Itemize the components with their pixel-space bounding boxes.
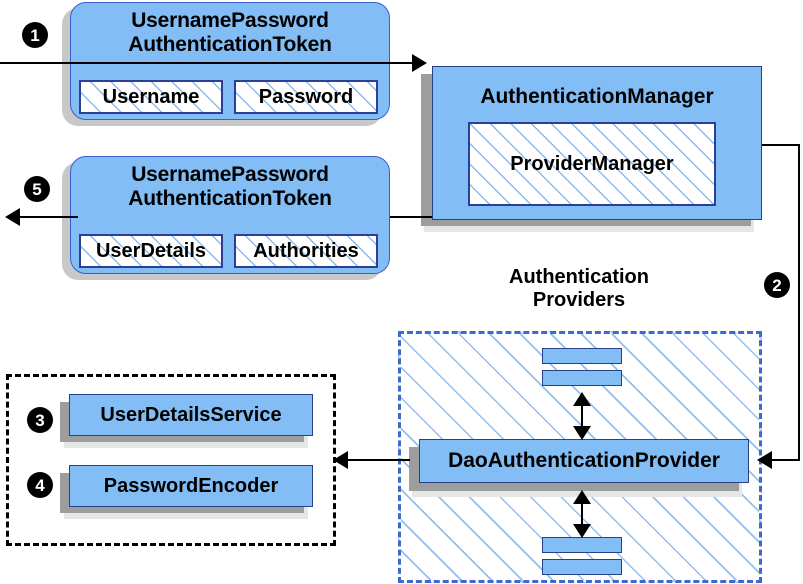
response-token-title-line2: AuthenticationToken bbox=[128, 186, 332, 210]
step-badge-2: 2 bbox=[764, 272, 790, 298]
support-services-arrowhead bbox=[333, 451, 348, 469]
authentication-providers-caption: Authentication Providers bbox=[484, 266, 674, 312]
step2-line-bottom bbox=[772, 459, 800, 461]
provider-bar-bottom-1 bbox=[542, 537, 622, 553]
step-badge-5: 5 bbox=[24, 176, 50, 202]
response-token-field-userdetails: UserDetails bbox=[79, 234, 223, 268]
response-token-title: UsernamePassword AuthenticationToken bbox=[71, 163, 389, 210]
authentication-providers-caption-line1: Authentication bbox=[509, 266, 649, 288]
provider-link-top-arrow-up bbox=[573, 392, 591, 406]
authentication-providers-caption-line2: Providers bbox=[532, 289, 626, 311]
provider-link-bottom-line bbox=[581, 495, 583, 533]
response-token-field-authorities: Authorities bbox=[234, 234, 378, 268]
dao-authentication-provider-box: DaoAuthenticationProvider bbox=[419, 439, 749, 483]
step-badge-1: 1 bbox=[22, 22, 48, 48]
authentication-manager-title: AuthenticationManager bbox=[480, 85, 714, 108]
userdetailsservice-box: UserDetailsService bbox=[69, 394, 313, 436]
request-token-field-username: Username bbox=[79, 80, 223, 114]
request-token-title-line2: AuthenticationToken bbox=[128, 32, 332, 56]
response-return-arrowhead bbox=[5, 208, 20, 226]
step2-line-vertical bbox=[798, 144, 800, 460]
request-token-title-line1: UsernamePassword bbox=[131, 9, 329, 32]
request-token-title: UsernamePassword AuthenticationToken bbox=[71, 9, 389, 56]
provider-manager-box: ProviderManager bbox=[468, 122, 716, 206]
provider-link-bottom-arrow-down bbox=[573, 524, 591, 538]
response-token-title-line1: UsernamePassword bbox=[131, 163, 329, 186]
incoming-request-arrowhead bbox=[412, 54, 427, 72]
provider-bar-top-1 bbox=[542, 348, 622, 364]
response-return-line-right bbox=[390, 216, 432, 218]
step2-arrowhead bbox=[757, 451, 772, 469]
request-token-field-password: Password bbox=[234, 80, 378, 114]
step-badge-4: 4 bbox=[27, 472, 53, 498]
response-return-line-left bbox=[18, 216, 78, 218]
incoming-request-line bbox=[0, 62, 418, 64]
passwordencoder-box: PasswordEncoder bbox=[69, 465, 313, 507]
provider-link-top-line bbox=[581, 397, 583, 435]
step-badge-3: 3 bbox=[27, 407, 53, 433]
provider-link-bottom-arrow-up bbox=[573, 490, 591, 504]
step2-line-top bbox=[762, 144, 800, 146]
support-services-line bbox=[348, 459, 410, 461]
provider-bar-bottom-2 bbox=[542, 559, 622, 575]
provider-link-top-arrow-down bbox=[573, 426, 591, 440]
provider-bar-top-2 bbox=[542, 370, 622, 386]
